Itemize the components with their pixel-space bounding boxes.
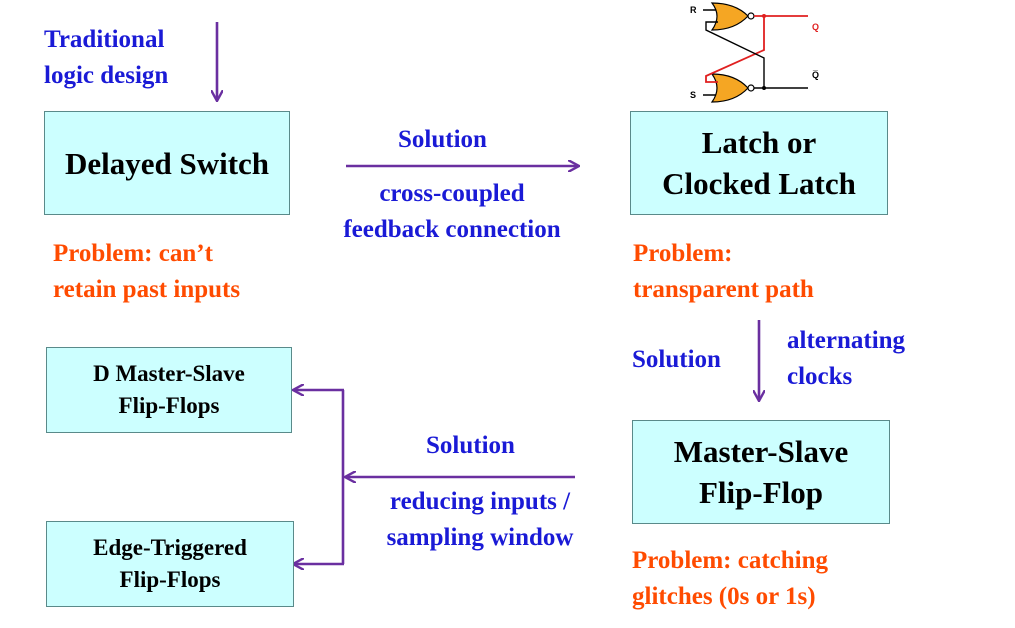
master-slave-label-line1: Master-Slave	[673, 434, 849, 469]
delayed-switch-box: Delayed Switch	[44, 111, 290, 215]
solution-bottom-description: reducing inputs / sampling window	[386, 488, 574, 551]
delayed-switch-label: Delayed Switch	[64, 145, 270, 181]
edge-triggered-label-line1: Edge-Triggered	[93, 535, 247, 560]
problem-delayed-switch: Problem: can’t retain past inputs	[53, 240, 241, 303]
solution-right-label: Solution	[632, 346, 721, 373]
solution-bottom-label: Solution	[426, 432, 515, 459]
problem-master-slave: Problem: catching glitches (0s or 1s)	[632, 547, 829, 610]
circuit-label-s: S	[690, 90, 696, 100]
master-slave-label-line2: Flip-Flop	[698, 475, 823, 510]
latch-label-line1: Latch or	[701, 125, 817, 160]
nor-gate-bottom	[710, 73, 749, 103]
d-master-slave-label-line1: D Master-Slave	[93, 361, 245, 386]
sr-latch-circuit	[703, 2, 808, 103]
problem-latch: Problem: transparent path	[633, 240, 814, 303]
circuit-label-qbar: Q̅	[812, 70, 819, 80]
solution-top-description: cross-coupled feedback connection	[343, 180, 561, 243]
circuit-label-r: R	[690, 5, 697, 15]
traditional-logic-design-label: Traditional logic design	[44, 26, 169, 89]
edge-triggered-flip-flops-box: Edge-Triggered Flip-Flops	[46, 521, 294, 607]
d-master-slave-label-line2: Flip-Flops	[118, 393, 220, 418]
edge-triggered-label-line2: Flip-Flops	[119, 567, 221, 592]
master-slave-flip-flop-box: Master-Slave Flip-Flop	[632, 420, 890, 524]
latch-box: Latch or Clocked Latch	[630, 111, 888, 215]
nor-gate-top	[710, 2, 749, 31]
solution-right-description: alternating clocks	[787, 327, 906, 390]
solution-top-label: Solution	[398, 126, 487, 153]
circuit-label-q: Q	[812, 22, 819, 32]
latch-label-line2: Clocked Latch	[662, 166, 856, 201]
d-master-slave-flip-flops-box: D Master-Slave Flip-Flops	[46, 347, 292, 433]
